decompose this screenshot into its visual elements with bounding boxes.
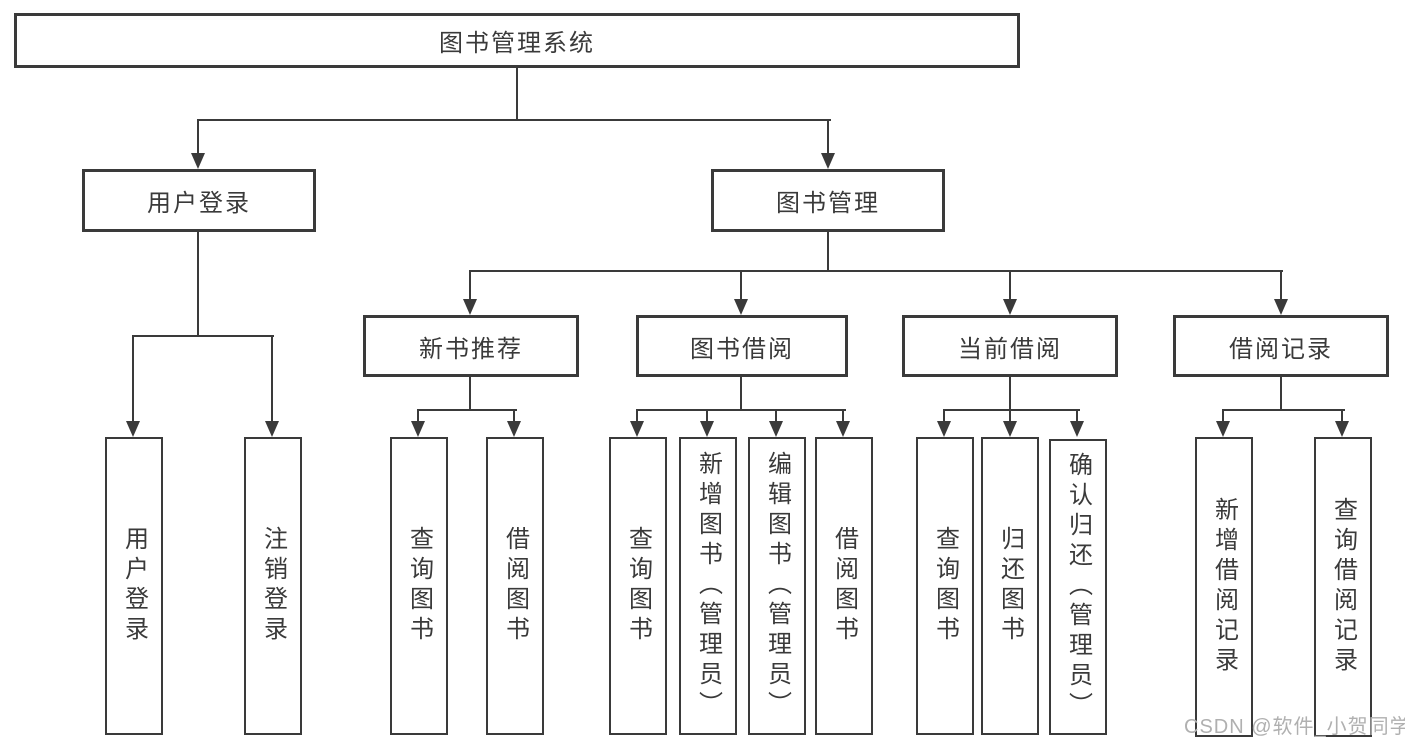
connector-line bbox=[827, 232, 829, 272]
connector-line bbox=[469, 270, 471, 301]
connector-line bbox=[516, 68, 518, 120]
arrow-down-icon bbox=[1335, 421, 1349, 437]
arrow-down-icon bbox=[191, 153, 205, 169]
arrow-down-icon bbox=[937, 421, 951, 437]
connector-line bbox=[775, 409, 777, 423]
arrow-down-icon bbox=[1003, 299, 1017, 315]
node-borrowing-records: 借阅记录 bbox=[1173, 315, 1389, 377]
leaf-logout-login: 注销登录 bbox=[244, 437, 302, 735]
connector-line bbox=[1222, 409, 1345, 411]
arrow-down-icon bbox=[630, 421, 644, 437]
arrow-down-icon bbox=[411, 421, 425, 437]
connector-line bbox=[469, 377, 471, 411]
arrow-down-icon bbox=[836, 421, 850, 437]
connector-line bbox=[1222, 409, 1224, 423]
connector-line bbox=[1009, 409, 1011, 423]
leaf-query-borrow-record: 查询借阅记录 bbox=[1314, 437, 1372, 737]
leaf-edit-book-admin: 编辑图书（管理员） bbox=[748, 437, 806, 735]
leaf-user-login: 用户登录 bbox=[105, 437, 163, 735]
connector-line bbox=[827, 119, 829, 155]
connector-line bbox=[1076, 409, 1078, 423]
connector-line bbox=[943, 409, 1080, 411]
connector-line bbox=[417, 409, 517, 411]
arrow-down-icon bbox=[126, 421, 140, 437]
csdn-watermark: CSDN @软件_小贺同学 bbox=[1184, 716, 1405, 738]
node-book-management: 图书管理 bbox=[711, 169, 945, 232]
connector-line bbox=[197, 232, 199, 337]
connector-line bbox=[197, 119, 831, 121]
leaf-query-books-3: 查询图书 bbox=[916, 437, 974, 735]
arrow-down-icon bbox=[1274, 299, 1288, 315]
connector-line bbox=[1280, 270, 1282, 301]
connector-line bbox=[842, 409, 844, 423]
node-user-login: 用户登录 bbox=[82, 169, 316, 232]
arrow-down-icon bbox=[700, 421, 714, 437]
connector-line bbox=[469, 270, 1283, 272]
connector-line bbox=[197, 119, 199, 155]
leaf-add-book-admin: 新增图书（管理员） bbox=[679, 437, 737, 735]
leaf-borrow-books-2: 借阅图书 bbox=[815, 437, 873, 735]
node-library-management-system: 图书管理系统 bbox=[14, 13, 1020, 68]
connector-line bbox=[943, 409, 945, 423]
node-current-borrowing: 当前借阅 bbox=[902, 315, 1118, 377]
leaf-query-books: 查询图书 bbox=[390, 437, 448, 735]
connector-line bbox=[740, 377, 742, 411]
connector-line bbox=[1280, 377, 1282, 411]
leaf-query-books-2: 查询图书 bbox=[609, 437, 667, 735]
connector-line bbox=[636, 409, 638, 423]
connector-line bbox=[132, 335, 274, 337]
arrow-down-icon bbox=[507, 421, 521, 437]
connector-line bbox=[636, 409, 846, 411]
connector-line bbox=[417, 409, 419, 423]
arrow-down-icon bbox=[1003, 421, 1017, 437]
connector-line bbox=[132, 335, 134, 423]
leaf-confirm-return-admin: 确认归还（管理员） bbox=[1049, 439, 1107, 735]
node-new-book-recommendation: 新书推荐 bbox=[363, 315, 579, 377]
connector-line bbox=[513, 409, 515, 423]
connector-line bbox=[740, 270, 742, 301]
arrow-down-icon bbox=[463, 299, 477, 315]
leaf-return-books: 归还图书 bbox=[981, 437, 1039, 735]
arrow-down-icon bbox=[769, 421, 783, 437]
connector-line bbox=[1009, 270, 1011, 301]
arrow-down-icon bbox=[734, 299, 748, 315]
connector-line bbox=[706, 409, 708, 423]
connector-line bbox=[271, 335, 273, 423]
node-book-borrowing: 图书借阅 bbox=[636, 315, 848, 377]
connector-line bbox=[1341, 409, 1343, 423]
arrow-down-icon bbox=[1216, 421, 1230, 437]
connector-line bbox=[1009, 377, 1011, 411]
arrow-down-icon bbox=[821, 153, 835, 169]
arrow-down-icon bbox=[265, 421, 279, 437]
leaf-borrow-books: 借阅图书 bbox=[486, 437, 544, 735]
arrow-down-icon bbox=[1070, 421, 1084, 437]
leaf-add-borrow-record: 新增借阅记录 bbox=[1195, 437, 1253, 737]
